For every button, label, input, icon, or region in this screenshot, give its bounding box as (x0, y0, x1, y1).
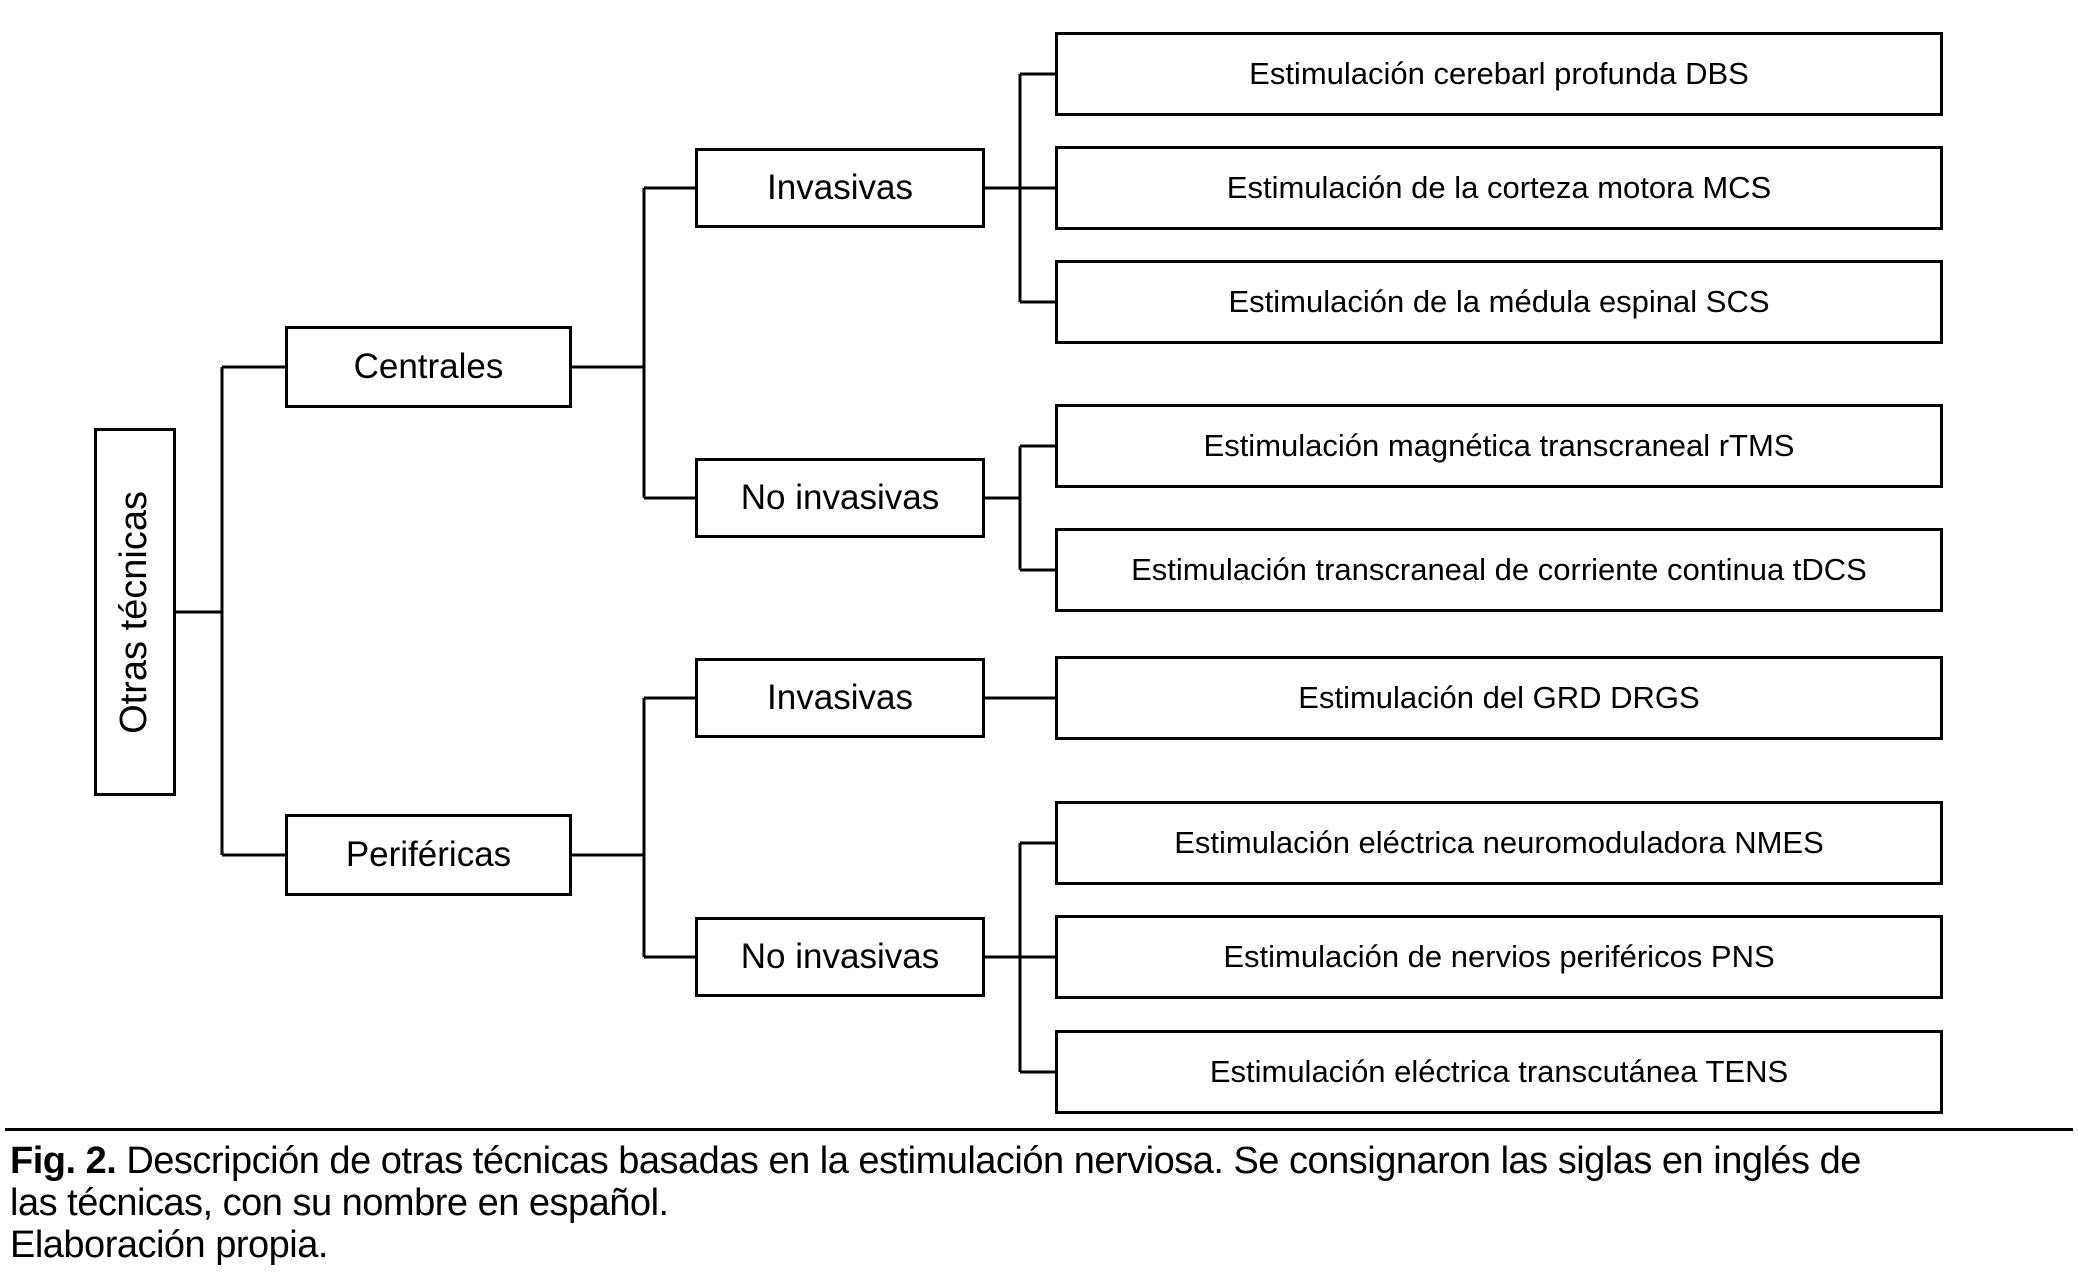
leaf-tens-label: Estimulación eléctrica transcutánea TENS (1209, 1053, 1789, 1089)
node-perifericas-label: Periféricas (345, 834, 512, 874)
figure-number-label: Fig. 2. (10, 1140, 117, 1182)
node-otras-tecnicas: Otras técnicas (94, 428, 176, 796)
leaf-dbs-label: Estimulación cerebarl profunda DBS (1249, 55, 1749, 91)
leaf-mcs: Estimulación de la corteza motora MCS (1055, 146, 1943, 230)
leaf-rtms: Estimulación magnética transcraneal rTMS (1055, 404, 1943, 488)
node-centrales-no-invasivas-label: No invasivas (740, 477, 940, 517)
node-centrales-invasivas: Invasivas (695, 148, 985, 228)
leaf-tdcs-label: Estimulación transcraneal de corriente c… (1131, 551, 1867, 587)
leaf-drgs: Estimulación del GRD DRGS (1055, 656, 1943, 740)
leaf-rtms-label: Estimulación magnética transcraneal rTMS (1203, 427, 1795, 463)
node-otras-tecnicas-label: Otras técnicas (113, 490, 156, 734)
leaf-pns: Estimulación de nervios periféricos PNS (1055, 915, 1943, 999)
leaf-pns-label: Estimulación de nervios periféricos PNS (1223, 938, 1775, 974)
leaf-dbs: Estimulación cerebarl profunda DBS (1055, 32, 1943, 116)
leaf-nmes: Estimulación eléctrica neuromoduladora N… (1055, 801, 1943, 885)
leaf-tens: Estimulación eléctrica transcutánea TENS (1055, 1030, 1943, 1114)
node-perifericas-no-invasivas-label: No invasivas (740, 936, 940, 976)
node-perifericas-invasivas: Invasivas (695, 658, 985, 738)
leaf-drgs-label: Estimulación del GRD DRGS (1298, 679, 1700, 715)
figure-caption: Fig. 2. Descripción de otras técnicas ba… (10, 1140, 2072, 1266)
leaf-tdcs: Estimulación transcraneal de corriente c… (1055, 528, 1943, 612)
node-perifericas: Periféricas (285, 814, 572, 896)
caption-line-2: las técnicas, con su nombre en español. (10, 1182, 669, 1224)
leaf-scs-label: Estimulación de la médula espinal SCS (1228, 283, 1770, 319)
node-perifericas-invasivas-label: Invasivas (767, 677, 913, 717)
leaf-scs: Estimulación de la médula espinal SCS (1055, 260, 1943, 344)
node-centrales-invasivas-label: Invasivas (767, 167, 913, 207)
leaf-nmes-label: Estimulación eléctrica neuromoduladora N… (1174, 824, 1824, 860)
caption-line-3: Elaboración propia. (10, 1224, 328, 1266)
node-centrales: Centrales (285, 326, 572, 408)
caption-line-1: Fig. 2. Descripción de otras técnicas ba… (10, 1140, 2072, 1182)
node-centrales-no-invasivas: No invasivas (695, 458, 985, 538)
caption-line-1-text: Descripción de otras técnicas basadas en… (116, 1140, 1861, 1182)
node-perifericas-no-invasivas: No invasivas (695, 917, 985, 997)
node-centrales-label: Centrales (353, 346, 504, 386)
leaf-mcs-label: Estimulación de la corteza motora MCS (1226, 169, 1772, 205)
caption-divider (5, 1128, 2073, 1131)
